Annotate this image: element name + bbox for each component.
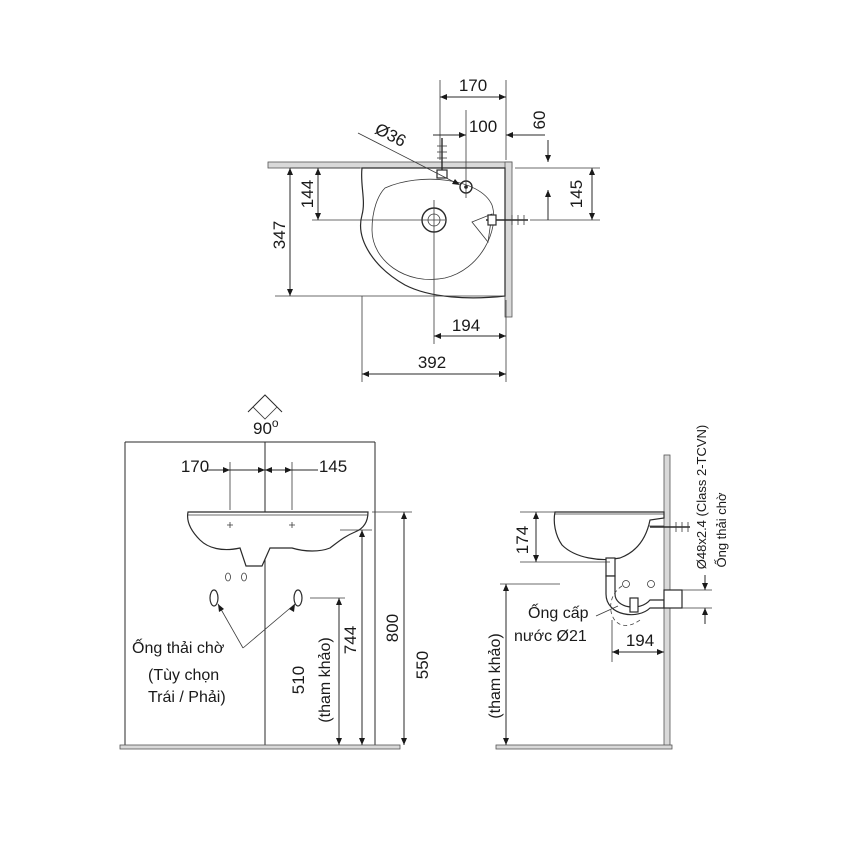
side-supply-label-2: nước Ø21: [514, 628, 587, 645]
top-dim-145: 145: [567, 180, 586, 208]
front-drain-option-2: Trái / Phải): [148, 689, 226, 706]
side-pipe-spec: Ø48x2.4 (Class 2-TCVN): [694, 425, 709, 569]
side-basin: [553, 511, 665, 561]
front-drain-label: Ống thải chờ: [132, 637, 225, 657]
side-floor: [495, 744, 673, 750]
side-supply-pipe: [610, 585, 641, 626]
side-bolt: [650, 522, 690, 532]
top-dim-60: 60: [530, 111, 549, 130]
side-pipe-label: Ống thải chờ: [714, 492, 729, 567]
top-view-overflow: [471, 213, 493, 243]
side-ref-note: (tham khảo): [487, 633, 504, 718]
front-dim-800: 800: [383, 614, 402, 642]
front-ref-note: (tham khảo): [317, 637, 334, 722]
top-dim-194: 194: [452, 316, 480, 335]
front-drain-outlet-right: [293, 589, 303, 607]
top-view-basin-outline: [360, 167, 506, 299]
side-trap-marker-2: [647, 580, 655, 588]
front-dim-510: 510: [289, 666, 308, 694]
top-view-bolt-back: [436, 138, 448, 179]
side-supply-label-1: Ống cấp: [528, 602, 589, 622]
side-view: Ø48x2.4 (Class 2-TCVN) Ống thải chờ 174 …: [487, 425, 729, 750]
side-drain-tail: [605, 557, 616, 577]
front-fixing-hole-left: [225, 572, 231, 582]
front-view: 90o 170 145 510: [119, 394, 432, 750]
top-view-back-wall: [267, 161, 513, 169]
top-dim-100: 100: [469, 117, 497, 136]
front-basin: [187, 511, 369, 567]
side-trap-marker-1: [622, 580, 630, 588]
angle-90-symbol: [247, 394, 283, 413]
front-dim-550: 550: [413, 651, 432, 679]
top-dim-347: 347: [270, 221, 289, 249]
front-dim-170: 170: [181, 457, 209, 476]
top-dim-170: 170: [459, 76, 487, 95]
top-dim-144: 144: [298, 180, 317, 208]
top-view-bowl: [371, 178, 495, 280]
side-dim-174: 174: [513, 526, 532, 554]
top-view: 170 100 60 Ø36 144 347 14: [267, 76, 600, 382]
front-drain-option-1: (Tùy chọn: [148, 667, 219, 684]
front-dim-145: 145: [319, 457, 347, 476]
top-view-side-wall: [504, 161, 513, 318]
front-fixing-hole-right: [241, 572, 247, 582]
top-dim-392: 392: [418, 353, 446, 372]
top-dim-diam36: Ø36: [372, 119, 409, 151]
front-dim-744: 744: [341, 626, 360, 654]
front-floor: [119, 744, 401, 750]
front-drain-outlet-left: [209, 589, 219, 607]
side-dim-194: 194: [626, 631, 654, 650]
front-angle-90: 90o: [253, 416, 279, 438]
top-view-bolt-side: [486, 214, 528, 226]
